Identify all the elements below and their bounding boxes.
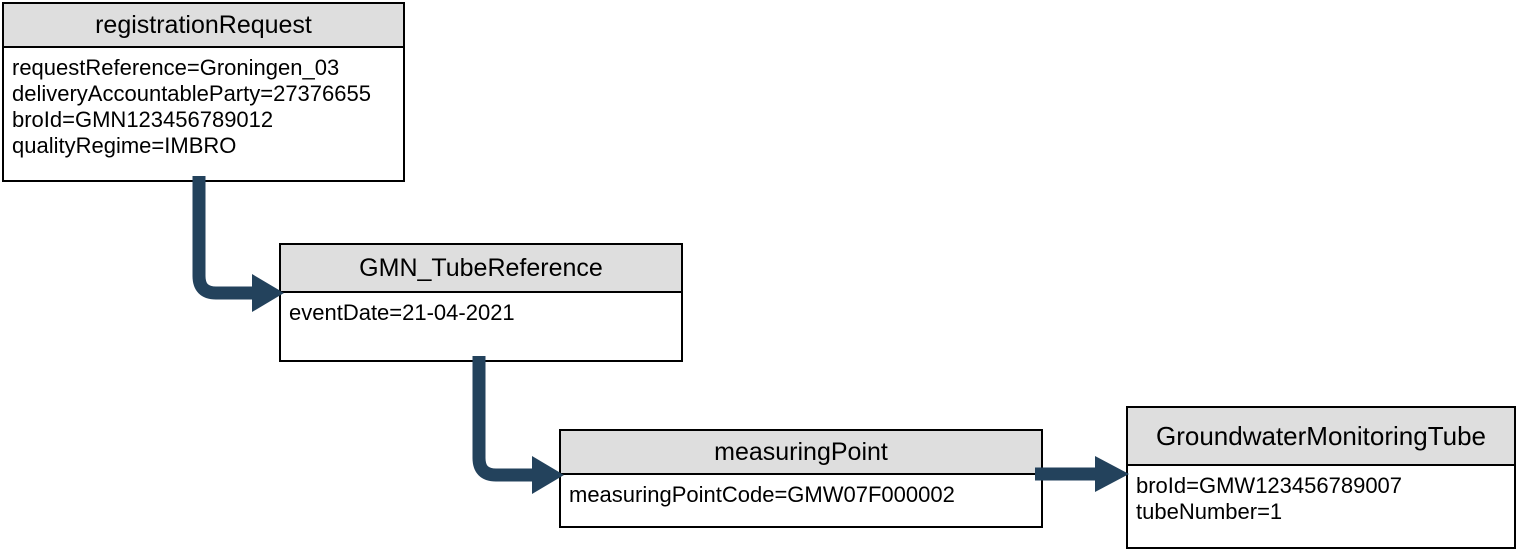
entity-attributes-measuring-point: measuringPointCode=GMW07F000002 (561, 475, 1041, 526)
connector-measuring-point-to-groundwater-monitoring-tube (1035, 452, 1140, 492)
attribute-row: broId=GMW123456789007 (1136, 473, 1403, 498)
arrowhead-icon (1095, 456, 1129, 492)
entity-box-measuring-point[interactable]: measuringPoint measuringPointCode=GMW07F… (559, 429, 1043, 528)
entity-title-groundwater-monitoring-tube: GroundwaterMonitoringTube (1128, 408, 1514, 466)
attribute-row: broId=GMN123456789012 (12, 107, 274, 132)
entity-attributes-registration-request: requestReference=Groningen_03 deliveryAc… (4, 48, 403, 180)
entity-attributes-groundwater-monitoring-tube: broId=GMW123456789007 tubeNumber=1 (1128, 466, 1514, 547)
entity-attributes-gmn-tubereference: eventDate=21-04-2021 (281, 293, 681, 360)
attribute-row: requestReference=Groningen_03 (12, 55, 340, 80)
attribute-row: eventDate=21-04-2021 (289, 300, 515, 325)
attribute-row: tubeNumber=1 (1136, 499, 1283, 524)
attribute-row: qualityRegime=IMBRO (12, 133, 237, 158)
entity-title-measuring-point: measuringPoint (561, 431, 1041, 475)
attribute-row: measuringPointCode=GMW07F000002 (569, 482, 955, 507)
entity-box-gmn-tubereference[interactable]: GMN_TubeReference eventDate=21-04-2021 (279, 243, 683, 362)
entity-title-registration-request: registrationRequest (4, 4, 403, 48)
entity-box-groundwater-monitoring-tube[interactable]: GroundwaterMonitoringTube broId=GMW12345… (1126, 406, 1516, 549)
entity-title-gmn-tubereference: GMN_TubeReference (281, 245, 681, 293)
attribute-row: deliveryAccountableParty=27376655 (12, 81, 371, 106)
entity-box-registration-request[interactable]: registrationRequest requestReference=Gro… (2, 2, 405, 182)
connector-line (192, 176, 258, 300)
connector-line (472, 356, 538, 482)
